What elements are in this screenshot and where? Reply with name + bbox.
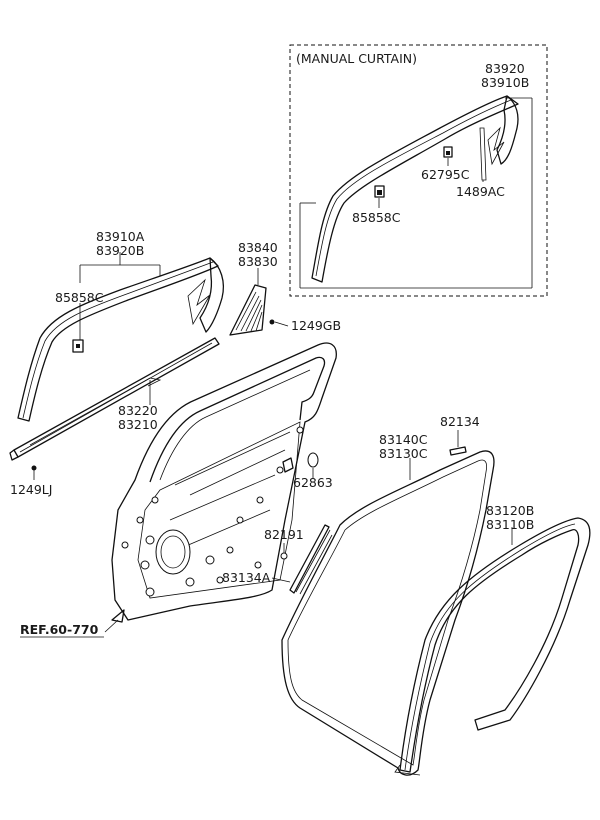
door-lower-seal (271, 524, 333, 595)
label-82134: 82134 (440, 414, 480, 429)
label-1249GB: 1249GB (291, 318, 341, 333)
belt-weatherstrip (9, 337, 220, 480)
label-83134A: 83134A (222, 570, 271, 585)
door-panel (104, 342, 337, 633)
delta-molding (229, 268, 289, 336)
inset-clip-62795C (443, 146, 453, 166)
label-82191: 82191 (264, 527, 304, 542)
inset-caption: (MANUAL CURTAIN) (296, 51, 417, 66)
manual-curtain-inset: (MANUAL CURTAIN) 8 (289, 44, 548, 297)
label-83910B: 83910B (481, 75, 529, 90)
label-inset-85858C: 85858C (352, 210, 401, 225)
inset-clip-85858C (374, 185, 385, 208)
label-62795C: 62795C (421, 167, 470, 182)
label-83910A: 83910A (96, 229, 145, 244)
inset-frame-molding (311, 95, 519, 283)
label-83140C: 83140C (379, 432, 428, 447)
label-83110B: 83110B (486, 517, 534, 532)
label-83120B: 83120B (486, 503, 534, 518)
label-1249LJ: 1249LJ (10, 482, 52, 497)
label-83130C: 83130C (379, 446, 428, 461)
label-83920: 83920 (485, 61, 525, 76)
label-ref-60-770: REF.60-770 (20, 622, 99, 637)
label-83210: 83210 (118, 417, 158, 432)
label-83830: 83830 (238, 254, 278, 269)
label-85858C: 85858C (55, 290, 104, 305)
inset-frame (289, 44, 548, 297)
label-83920B: 83920B (96, 243, 144, 258)
body-side-weatherstrip (281, 430, 495, 776)
door-frame-molding (17, 252, 225, 422)
inset-molding-leader (299, 97, 533, 289)
label-62863: 62863 (293, 475, 333, 490)
label-83220: 83220 (118, 403, 158, 418)
label-83840: 83840 (238, 240, 278, 255)
label-1489AC: 1489AC (456, 184, 505, 199)
door-weatherstrip (399, 517, 591, 773)
